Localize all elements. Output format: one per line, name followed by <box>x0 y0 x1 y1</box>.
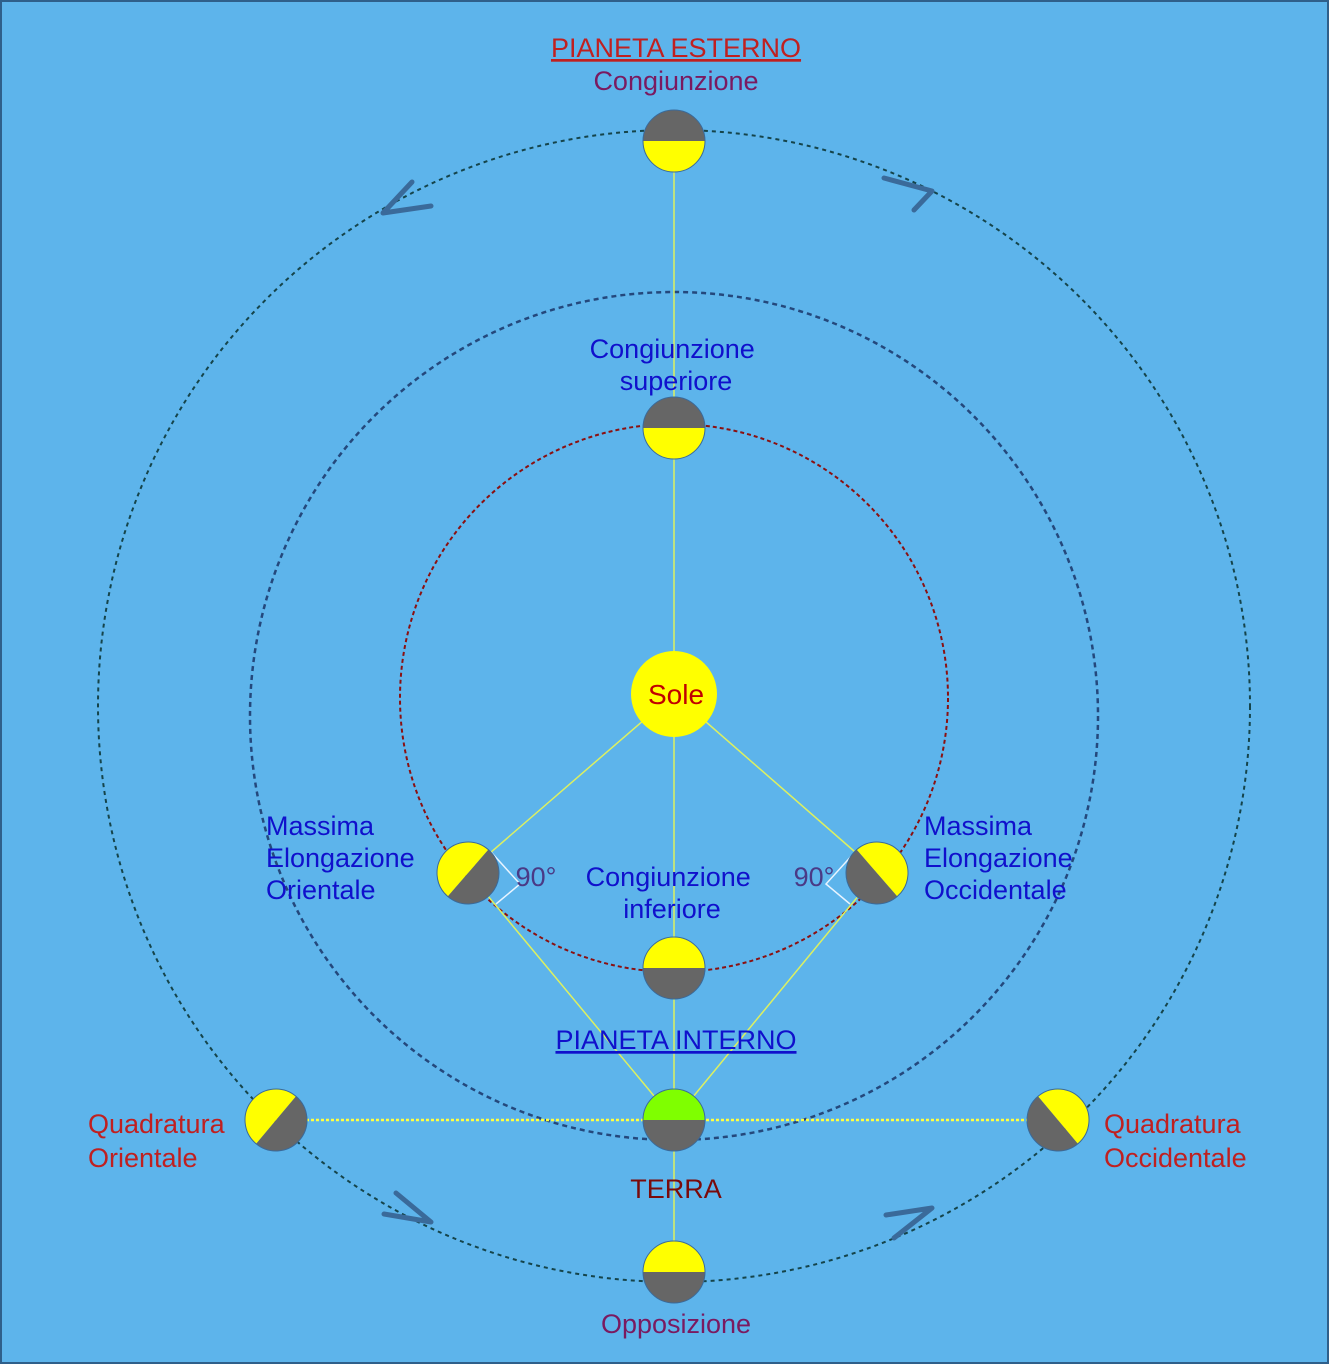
planet-opposition <box>642 1240 706 1304</box>
eastern-quadrature-label: Quadratura Orientale <box>88 1109 232 1173</box>
western-quadrature-label: Quadratura Occidentale <box>1104 1109 1248 1173</box>
eastern-elongation-label: Massima Elongazione Orientale <box>266 811 422 905</box>
eastern-quadrature-line-1: Quadratura <box>88 1109 226 1139</box>
direction-arrow-top-left <box>380 179 434 216</box>
right-angle-marker-east <box>490 851 522 905</box>
right-angle-markers <box>490 851 856 905</box>
conjunction-label: Congiunzione <box>593 66 758 96</box>
sun-label: Sole <box>648 679 704 710</box>
planet-superior-conjunction <box>642 396 706 460</box>
earth-orbit <box>248 290 1100 1142</box>
earth-lit-half <box>643 1089 705 1120</box>
planet-inferior-conjunction-outline <box>642 936 706 1000</box>
angle-west-label: 90° <box>794 862 835 892</box>
earth <box>642 1088 706 1152</box>
eastern-quadrature-line-2: Orientale <box>88 1143 198 1173</box>
planet-conjunction <box>642 109 706 173</box>
planet-inferior-conjunction-dark-half <box>643 968 705 999</box>
planet-western-quadrature-outline <box>1026 1088 1090 1152</box>
planet-opposition-lit-half <box>643 1241 705 1272</box>
planet-conjunction-dark-half <box>643 110 705 141</box>
direction-arrow-top-right <box>881 175 935 213</box>
planet-western-elongation <box>845 841 909 905</box>
sun-western-elongation-line <box>673 693 879 873</box>
superior-conjunction-line-1: Congiunzione <box>590 334 755 364</box>
earth-label: TERRA <box>630 1174 722 1204</box>
planet-eastern-quadrature-outline <box>244 1088 308 1152</box>
western-elongation-line-3: Occidentale <box>924 875 1067 905</box>
sun-eastern-elongation-line <box>467 693 675 873</box>
planet-eastern-elongation-outline <box>436 841 500 905</box>
western-quadrature-line-1: Quadratura <box>1104 1109 1242 1139</box>
planet-inferior-conjunction <box>642 936 706 1000</box>
eastern-elongation-line-3: Orientale <box>266 875 376 905</box>
planet-opposition-dark-half <box>643 1272 705 1303</box>
direction-arrows <box>380 175 935 1241</box>
sight-lines <box>467 140 879 1272</box>
planet-western-quadrature <box>1026 1088 1090 1152</box>
eastern-elongation-line-2: Elongazione <box>266 843 415 873</box>
outer-planet-title: PIANETA ESTERNO <box>551 33 801 63</box>
opposition-label: Opposizione <box>601 1309 751 1339</box>
planet-eastern-elongation <box>436 841 500 905</box>
direction-arrow-bottom-right <box>883 1205 935 1241</box>
sun-disc <box>631 651 717 737</box>
earth-western-elongation-line <box>673 871 879 1121</box>
planet-inferior-conjunction-lit-half <box>643 937 705 968</box>
planet-opposition-outline <box>642 1240 706 1304</box>
earth-dark-half <box>643 1120 705 1151</box>
planet-superior-conjunction-dark-half <box>643 397 705 428</box>
inferior-conjunction-line-1: Congiunzione <box>586 862 751 892</box>
eastern-elongation-line-1: Massima <box>266 811 375 841</box>
planet-superior-conjunction-outline <box>642 396 706 460</box>
earth-eastern-elongation-line <box>467 871 675 1121</box>
sun: Sole <box>631 651 717 737</box>
inferior-conjunction-line-2: inferiore <box>623 894 721 924</box>
western-quadrature-line-2: Occidentale <box>1104 1143 1247 1173</box>
direction-arrow-bottom-left <box>381 1190 434 1225</box>
right-angle-marker-west <box>824 851 856 905</box>
planet-conjunction-outline <box>642 109 706 173</box>
planet-conjunction-lit-half <box>643 141 705 172</box>
western-elongation-line-1: Massima <box>924 811 1033 841</box>
superior-conjunction-line-2: superiore <box>620 366 733 396</box>
western-elongation-line-2: Elongazione <box>924 843 1073 873</box>
western-elongation-label: Massima Elongazione Occidentale <box>924 811 1080 905</box>
planet-western-elongation-outline <box>845 841 909 905</box>
inner-planet-title: PIANETA INTERNO <box>555 1025 796 1055</box>
superior-conjunction-label: Congiunzione superiore <box>590 334 763 396</box>
planet-superior-conjunction-lit-half <box>643 428 705 459</box>
inferior-conjunction-label: Congiunzione inferiore <box>586 862 759 924</box>
angle-east-label: 90° <box>516 862 557 892</box>
planets <box>244 109 1090 1304</box>
earth-outline <box>642 1088 706 1152</box>
planet-eastern-quadrature <box>244 1088 308 1152</box>
